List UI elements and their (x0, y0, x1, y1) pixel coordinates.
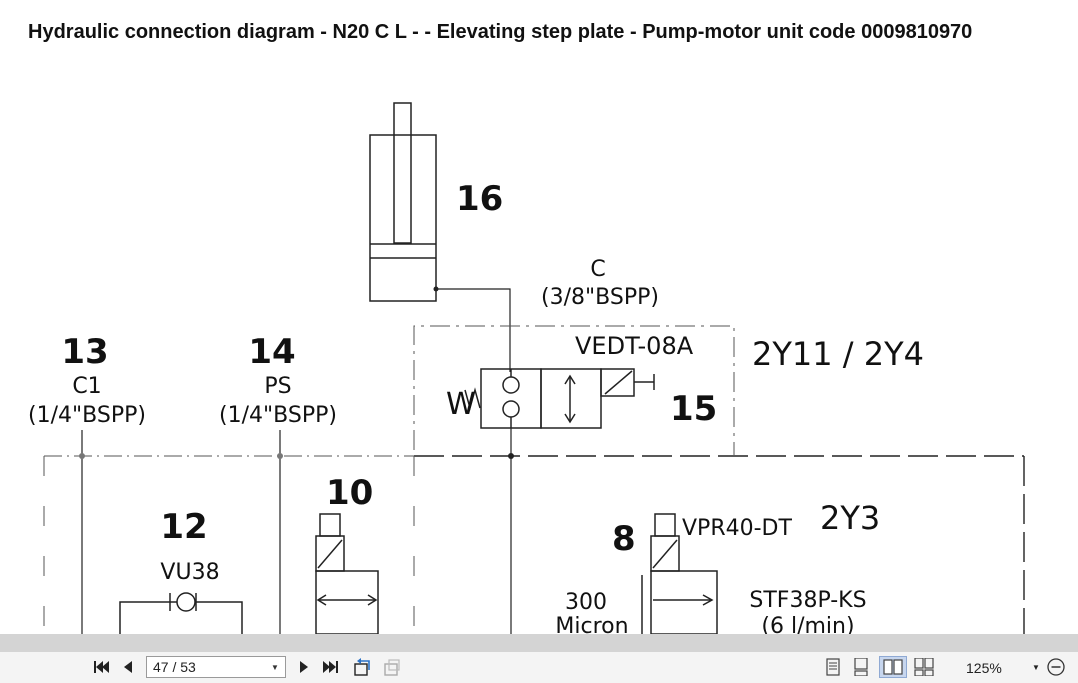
item-10-label: 10 (326, 473, 373, 513)
document-page: Hydraulic connection diagram - N20 C L -… (28, 21, 1025, 634)
port-c1-label: C1 (72, 374, 101, 399)
item-8-label: 8 (612, 519, 636, 559)
solenoid-valve-10 (315, 513, 379, 634)
item-14-label: 14 (248, 332, 295, 372)
filter-rating-value: 300 (565, 590, 607, 615)
spring-symbol-label: W (446, 387, 476, 422)
two-page-view-icon[interactable] (879, 656, 907, 678)
valve-8-flow-rate: (6 l/min) (761, 614, 854, 634)
prev-page-icon[interactable] (118, 656, 138, 678)
go-back-view-icon[interactable] (350, 656, 374, 678)
valve-8-code-label: VPR40-DT (682, 516, 792, 541)
valve-8-coil-label: 2Y3 (820, 499, 880, 537)
continuous-page-view-icon[interactable] (850, 656, 872, 678)
zoom-out-icon[interactable] (1044, 656, 1068, 678)
page-number-value: 47 / 53 (153, 659, 196, 675)
single-page-view-icon[interactable] (822, 656, 844, 678)
item-15-label: 15 (670, 389, 717, 429)
check-valve-12 (119, 592, 243, 634)
port-c-thread-label: (3/8"BSPP) (541, 285, 659, 310)
valve-8-flow-code: STF38P-KS (749, 588, 866, 613)
item-12-label: 12 (160, 507, 207, 547)
valve-15-coil-label: 2Y11 / 2Y4 (752, 335, 924, 373)
next-page-icon[interactable] (294, 656, 314, 678)
viewer-scrollbar-area (0, 634, 1078, 652)
zoom-level[interactable]: 125% (966, 660, 1002, 676)
port-ps-label: PS (264, 374, 291, 399)
port-c1-thread-label: (1/4"BSPP) (28, 403, 146, 428)
chevron-down-icon: ▼ (271, 662, 279, 672)
page-title: Hydraulic connection diagram - N20 C L -… (28, 21, 973, 43)
valve-15-code-label: VEDT-08A (575, 332, 694, 360)
pdf-viewer-toolbar: 47 / 53 ▼ 125% ▼ (0, 652, 1078, 683)
cylinder-16 (369, 102, 437, 302)
go-forward-view-icon[interactable] (380, 656, 404, 678)
filter-rating-unit: Micron (555, 614, 628, 634)
port-ps-thread-label: (1/4"BSPP) (219, 403, 337, 428)
item-13-label: 13 (61, 332, 108, 372)
valve-12-code-label: VU38 (160, 560, 219, 585)
hydraulic-diagram: 16 C (3/8"BSPP) VEDT-08A 2Y11 / 2Y4 15 W… (28, 102, 1025, 634)
first-page-icon[interactable] (90, 656, 112, 678)
continuous-two-page-view-icon[interactable] (912, 656, 936, 678)
pressure-valve-8 (641, 513, 718, 634)
page-number-select[interactable]: 47 / 53 ▼ (146, 656, 286, 678)
zoom-dropdown-icon[interactable]: ▼ (1032, 662, 1040, 672)
last-page-icon[interactable] (320, 656, 342, 678)
solenoid-valve-15 (464, 368, 655, 429)
port-c-label: C (590, 257, 605, 282)
item-16-label: 16 (456, 179, 503, 219)
